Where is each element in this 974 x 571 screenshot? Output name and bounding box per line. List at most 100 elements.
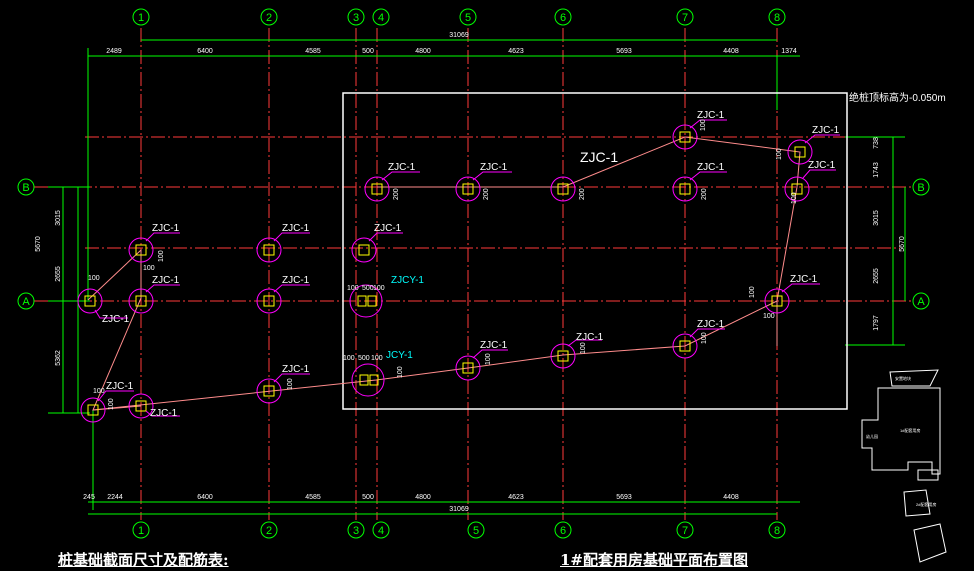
off-100-top8: 100 [776, 148, 783, 160]
pile-c5 [455, 355, 481, 381]
label-zjc-a8: ZJC-1 [790, 274, 818, 285]
axis-label-5-top: 5 [465, 12, 471, 24]
table-title: 桩基础截面尺寸及配筋表: [58, 551, 229, 569]
label-zjc-b5: ZJC-1 [808, 160, 836, 171]
off-100-a0: 100 [88, 275, 100, 282]
label-zjc-large: ZJC-1 [580, 149, 618, 165]
dim-top-2: 6400 [197, 48, 213, 55]
label-zjc-top8: ZJC-1 [812, 125, 840, 136]
off-100-c0b: 100 [108, 398, 115, 410]
pile-b2 [455, 176, 481, 202]
label-zjc-a2: ZJC-1 [282, 275, 310, 286]
pile-c7 [672, 333, 698, 359]
dim-right-4: 2655 [873, 268, 880, 284]
axis-label-8-bottom: 8 [774, 525, 780, 537]
axis-label-8-top: 8 [774, 12, 780, 24]
dim-top-total: 31069 [449, 32, 469, 39]
label-zjc-m2: ZJC-1 [282, 223, 310, 234]
dim-right-3: 3015 [873, 210, 880, 226]
pile-m1 [128, 237, 154, 263]
label-zjc-b2: ZJC-1 [480, 162, 508, 173]
off-100-c0a: 100 [93, 388, 105, 395]
dim-right-6: 1797 [873, 315, 880, 331]
off-200-b1: 200 [393, 188, 400, 200]
axis-bubbles [17, 8, 930, 539]
dim-left-4: 5362 [55, 350, 62, 366]
pile-c2 [256, 378, 282, 404]
dim-bottom-8: 5693 [616, 494, 632, 501]
label-zjc-c5: ZJC-1 [480, 340, 508, 351]
label-leaders [94, 119, 840, 417]
dim-left-3: 5670 [35, 236, 42, 252]
label-zjc-m1: ZJC-1 [152, 223, 180, 234]
dim-top-7: 5693 [616, 48, 632, 55]
building-outline-front [92, 405, 142, 411]
building-outline [87, 136, 801, 411]
off-100-c3b: 100 [371, 355, 383, 362]
axis-label-2-top: 2 [266, 12, 272, 24]
drawing-title: 1#配套用房基础平面布置图 [560, 551, 749, 569]
keymap-label-1: 安置地块 [895, 375, 911, 381]
dim-bottom-3: 6400 [197, 494, 213, 501]
pile-c6 [550, 343, 576, 369]
label-zjc-b1: ZJC-1 [388, 162, 416, 173]
grid-lines [34, 28, 912, 520]
label-zjc-c7: ZJC-1 [697, 319, 725, 330]
label-jcy: JCY-1 [386, 350, 413, 361]
off-100-m1b: 100 [143, 265, 155, 272]
pile-b4 [672, 176, 698, 202]
pile-b5 [784, 176, 810, 202]
dim-bottom-total: 31069 [449, 506, 469, 513]
dim-bottom-6: 4800 [415, 494, 431, 501]
label-zjc-c2: ZJC-1 [282, 364, 310, 375]
label-zjcy: ZJCY-1 [391, 275, 424, 286]
dim-top-1: 2489 [106, 48, 122, 55]
off-500-a3: 500 [362, 285, 374, 292]
off-100-c7: 100 [701, 332, 708, 344]
pile-markers [77, 124, 813, 423]
off-100-a3a: 100 [347, 285, 359, 292]
pile-a2 [256, 288, 282, 314]
axis-label-4-bottom: 4 [378, 525, 384, 537]
off-200-b2: 200 [483, 188, 490, 200]
off-100-c6: 100 [580, 342, 587, 354]
pile-m3 [351, 237, 377, 263]
off-200-b3: 200 [579, 188, 586, 200]
pile-a3 [349, 284, 383, 318]
dim-top-8: 4408 [723, 48, 739, 55]
dim-right-2: 1743 [873, 162, 880, 178]
label-zjc-a1: ZJC-1 [152, 275, 180, 286]
axis-label-5-bottom: 5 [473, 525, 479, 537]
axis-labels: 1 2 3 4 5 6 7 8 1 2 3 4 5 6 7 8 B A B A [22, 12, 925, 537]
dim-bottom-2: 2244 [107, 494, 123, 501]
keymap-label-2: 1#配套用房 [900, 427, 920, 433]
key-map-labels: 安置地块 1#配套用房 幼儿园 2#配套用房 [866, 375, 936, 507]
pile-a0 [77, 288, 103, 314]
dim-left-2: 2655 [55, 266, 62, 282]
dim-left-1: 3015 [55, 210, 62, 226]
pile-top7 [672, 124, 698, 150]
off-100-top7: 100 [700, 119, 707, 131]
site-boundary-frame [342, 92, 848, 410]
axis-label-3-bottom: 3 [353, 525, 359, 537]
label-zjc-c6: ZJC-1 [576, 332, 604, 343]
label-zjc-c1: ZJC-1 [150, 408, 178, 419]
off-100-b5: 100 [791, 192, 798, 204]
off-100-c3c: 100 [397, 366, 404, 378]
off-100-a8a: 100 [749, 286, 756, 298]
label-zjc-m3: ZJC-1 [374, 223, 402, 234]
axis-label-6-bottom: 6 [560, 525, 566, 537]
off-100-a3b: 100 [373, 285, 385, 292]
off-100-a8b: 100 [763, 313, 775, 320]
dim-bottom-1: 245 [83, 494, 95, 501]
dim-top-5: 4800 [415, 48, 431, 55]
label-zjc-b4: ZJC-1 [697, 162, 725, 173]
pile-c1 [128, 393, 154, 419]
pile-top8 [787, 139, 813, 165]
dimension-texts: 2489 6400 4585 500 4800 4623 5693 4408 1… [35, 32, 906, 513]
axis-label-1-bottom: 1 [138, 525, 144, 537]
dim-right-1: 738 [873, 137, 880, 149]
keymap-label-4: 2#配套用房 [916, 501, 936, 507]
pile-a1 [128, 288, 154, 314]
